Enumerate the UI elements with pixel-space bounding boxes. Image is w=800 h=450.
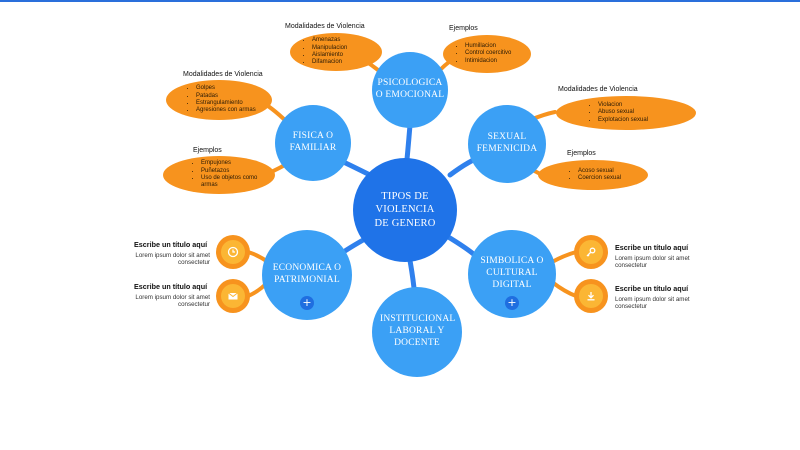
oval-title: Ejemplos: [567, 150, 596, 157]
list-item: Explotacion sexual: [598, 117, 648, 124]
expand-economica-button[interactable]: +: [300, 296, 314, 310]
oval-title: Modalidades de Violencia: [558, 86, 638, 93]
callout-text: Lorem ipsum dolor sit amet consectetur: [615, 296, 690, 311]
oval-fisica-ejemplos[interactable]: Empujones Puñetazos Uso de objetos como …: [163, 156, 275, 194]
callout-sim-top-button[interactable]: [574, 235, 608, 269]
node-economica[interactable]: ECONOMICA O PATRIMONIAL +: [262, 230, 352, 320]
oval-sexual-ejemplos[interactable]: Acoso sexual Coercion sexual: [538, 160, 648, 190]
expand-simbolica-button[interactable]: +: [505, 296, 519, 310]
callout-title: Escribe un título aquí: [615, 284, 689, 293]
list-item: Manipulacion: [312, 45, 347, 52]
oval-fisica-modalidades[interactable]: Golpes Patadas Estrangulamiento Agresion…: [166, 80, 272, 120]
list-item: Humillacion: [465, 43, 511, 50]
list-item: Coercion sexual: [578, 175, 621, 182]
callout-title: Escribe un título aquí: [134, 240, 208, 249]
node-label: PSICOLOGICA O EMOCIONAL: [375, 78, 445, 100]
list-item: Aislamiento: [312, 52, 347, 59]
list-item: Amenazas: [312, 37, 347, 44]
node-label: INSTITUCIONAL LABORAL Y DOCENTE: [380, 314, 456, 348]
oval-sexual-modalidades[interactable]: Violacion Abuso sexual Explotacion sexua…: [556, 96, 696, 130]
oval-list: Amenazas Manipulacion Aislamiento Difama…: [290, 37, 347, 66]
callout-title: Escribe un título aquí: [134, 282, 208, 291]
list-item: Difamacion: [312, 59, 347, 66]
oval-list: Humillacion Control coercitivo Intimidac…: [443, 43, 511, 65]
link-sim-top: [550, 250, 578, 264]
node-label: FISICA O FAMILIAR: [289, 131, 337, 153]
key-icon: [586, 247, 596, 257]
oval-list: Acoso sexual Coercion sexual: [538, 168, 621, 183]
oval-psico-modalidades[interactable]: Amenazas Manipulacion Aislamiento Difama…: [290, 33, 382, 71]
mail-icon: [228, 292, 238, 300]
callout-eco-top-button[interactable]: [216, 235, 250, 269]
clock-icon: [227, 246, 239, 258]
node-fisica[interactable]: FISICA O FAMILIAR: [275, 105, 351, 181]
top-accent-bar: [0, 0, 800, 2]
list-item: Patadas: [196, 93, 256, 100]
list-item: Agresiones con armas: [196, 107, 256, 114]
list-item: Abuso sexual: [598, 109, 648, 116]
callout-text: Lorem ipsum dolor sit amet consectetur: [135, 294, 210, 309]
list-item: Violacion: [598, 102, 648, 109]
list-item: Control coercitivo: [465, 50, 511, 57]
list-item: Uso de objetos como armas: [201, 175, 267, 190]
callout-sim-bottom-button[interactable]: [574, 279, 608, 313]
callout-title: Escribe un título aquí: [615, 243, 689, 252]
oval-psico-ejemplos[interactable]: Humillacion Control coercitivo Intimidac…: [443, 35, 531, 73]
list-item: Golpes: [196, 85, 256, 92]
node-psicologica[interactable]: PSICOLOGICA O EMOCIONAL: [372, 52, 448, 128]
oval-title: Ejemplos: [193, 147, 222, 154]
link-sim-bottom: [550, 280, 578, 298]
download-icon: [587, 292, 595, 301]
oval-title: Ejemplos: [449, 25, 478, 32]
list-item: Empujones: [201, 160, 267, 167]
callout-text: Lorem ipsum dolor sit amet consectetur: [135, 252, 210, 267]
central-hub[interactable]: TIPOS DE VIOLENCIA DE GENERO: [353, 158, 457, 262]
node-label: SIMBOLICA O CULTURAL DIGITAL: [480, 256, 544, 290]
node-sexual[interactable]: SEXUAL FEMENICIDA: [468, 105, 546, 183]
hub-label: TIPOS DE VIOLENCIA DE GENERO: [374, 191, 436, 229]
callout-eco-bottom-button[interactable]: [216, 279, 250, 313]
node-label: ECONOMICA O PATRIMONIAL: [272, 263, 342, 285]
oval-list: Violacion Abuso sexual Explotacion sexua…: [556, 102, 648, 124]
list-item: Acoso sexual: [578, 168, 621, 175]
list-item: Puñetazos: [201, 168, 267, 175]
oval-title: Modalidades de Violencia: [285, 23, 365, 30]
node-label: SEXUAL FEMENICIDA: [476, 132, 538, 154]
oval-list: Golpes Patadas Estrangulamiento Agresion…: [166, 85, 256, 114]
node-simbolica[interactable]: SIMBOLICA O CULTURAL DIGITAL +: [468, 230, 556, 318]
list-item: Estrangulamiento: [196, 100, 256, 107]
oval-list: Empujones Puñetazos Uso de objetos como …: [163, 160, 267, 189]
node-institucional[interactable]: INSTITUCIONAL LABORAL Y DOCENTE: [372, 287, 462, 377]
oval-title: Modalidades de Violencia: [183, 71, 263, 78]
list-item: Intimidacion: [465, 58, 511, 65]
callout-text: Lorem ipsum dolor sit amet consectetur: [615, 255, 690, 270]
